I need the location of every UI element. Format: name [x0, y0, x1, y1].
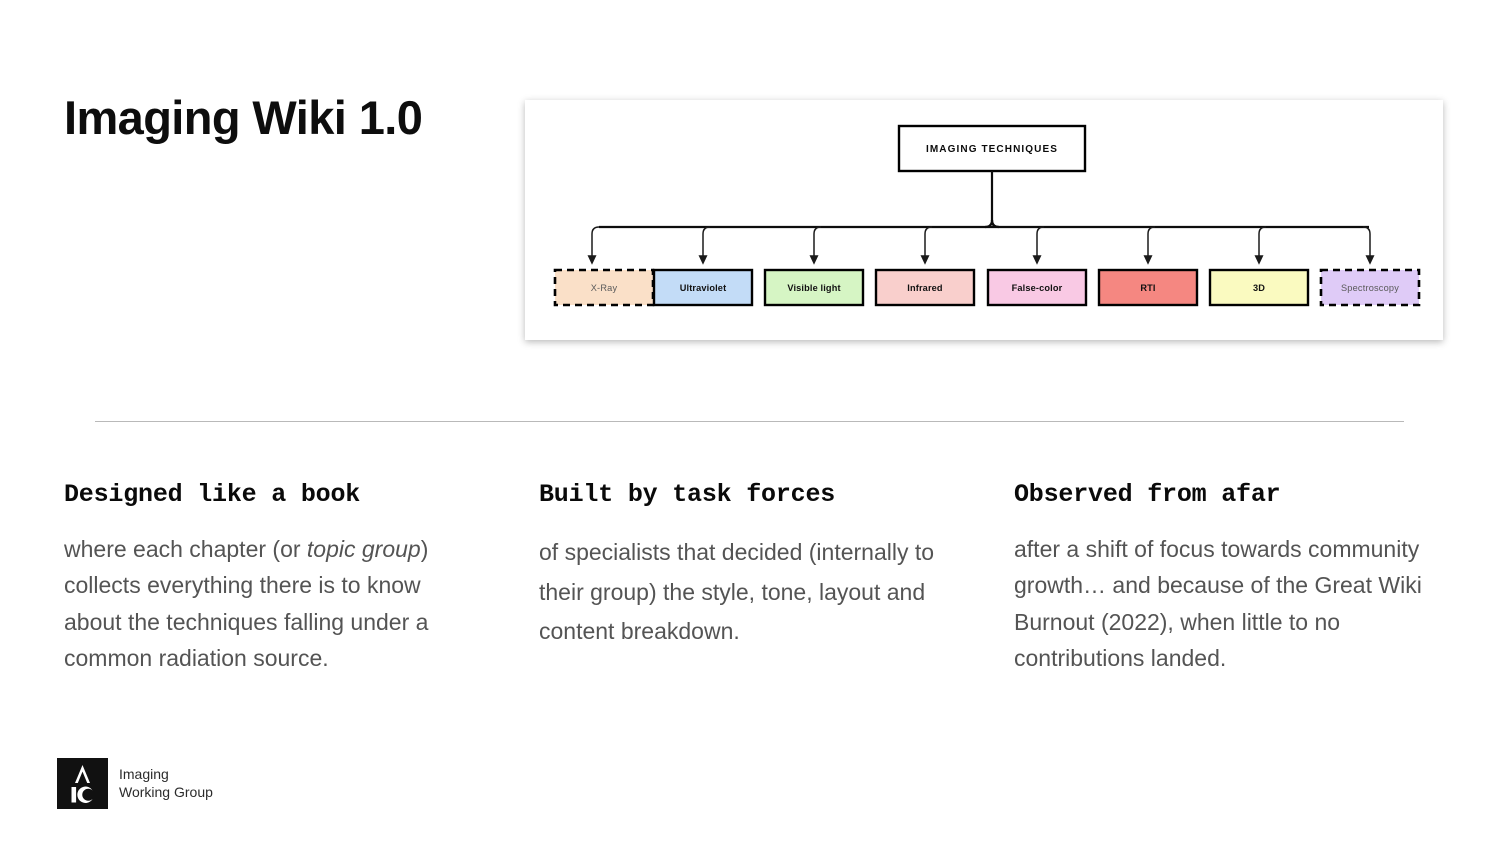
horizontal-divider [95, 421, 1404, 422]
diagram-leaf-node: Ultraviolet [652, 268, 754, 307]
diagram-node-label-2: Visible light [787, 283, 840, 293]
diagram-leaf-node: False-color [986, 268, 1088, 307]
column-3-heading: Observed from afar [1014, 480, 1281, 509]
diagram-node-root: IMAGING TECHNIQUES [897, 124, 1087, 173]
diagram-leaf-node: Spectroscopy [1319, 268, 1421, 307]
imaging-techniques-diagram-card: IMAGING TECHNIQUES [525, 100, 1443, 340]
column-2-heading: Built by task forces [539, 480, 836, 509]
imaging-techniques-diagram: IMAGING TECHNIQUES [553, 124, 1421, 307]
diagram-leaf-node: Infrared [874, 268, 976, 307]
diagram-node-label-5: RTI [1140, 283, 1155, 293]
diagram-trunk [984, 171, 994, 229]
content-column-1: Designed like a book where each chapter … [64, 480, 494, 676]
logo-text: Imaging Working Group [119, 766, 213, 802]
diagram-node-label-7: Spectroscopy [1341, 283, 1399, 293]
diagram-leaf-node: RTI [1097, 268, 1199, 307]
column-1-body: where each chapter (or topic group) coll… [64, 536, 429, 671]
diagram-node-label-4: False-color [1012, 283, 1063, 293]
logo-text-line-2: Working Group [119, 783, 213, 800]
diagram-node-root-label: IMAGING TECHNIQUES [926, 144, 1058, 155]
diagram-bus-left [599, 219, 1000, 229]
column-2-body: of specialists that decided (internally … [539, 539, 935, 645]
diagram-leaf-node: X-Ray [553, 268, 655, 307]
diagram-node-label-1: Ultraviolet [680, 283, 727, 293]
diagram-node-label-0: X-Ray [591, 283, 618, 293]
organization-logo: Imaging Working Group [57, 758, 213, 809]
column-3-body: after a shift of focus towards community… [1014, 536, 1422, 671]
diagram-leaf-node: 3D [1208, 268, 1310, 307]
diagram-bus-right [990, 219, 1369, 229]
column-1-heading: Designed like a book [64, 480, 361, 509]
content-column-2: Built by task forces of specialists that… [539, 480, 969, 652]
aic-logo-mark-icon [57, 758, 108, 809]
logo-text-line-1: Imaging [119, 765, 169, 782]
diagram-leaf-node: Visible light [763, 268, 865, 307]
content-column-3: Observed from afar after a shift of focu… [1014, 480, 1444, 676]
diagram-node-label-6: 3D [1253, 283, 1265, 293]
diagram-connectors [587, 226, 1375, 265]
diagram-node-label-3: Infrared [907, 283, 942, 293]
page-title: Imaging Wiki 1.0 [64, 91, 423, 144]
